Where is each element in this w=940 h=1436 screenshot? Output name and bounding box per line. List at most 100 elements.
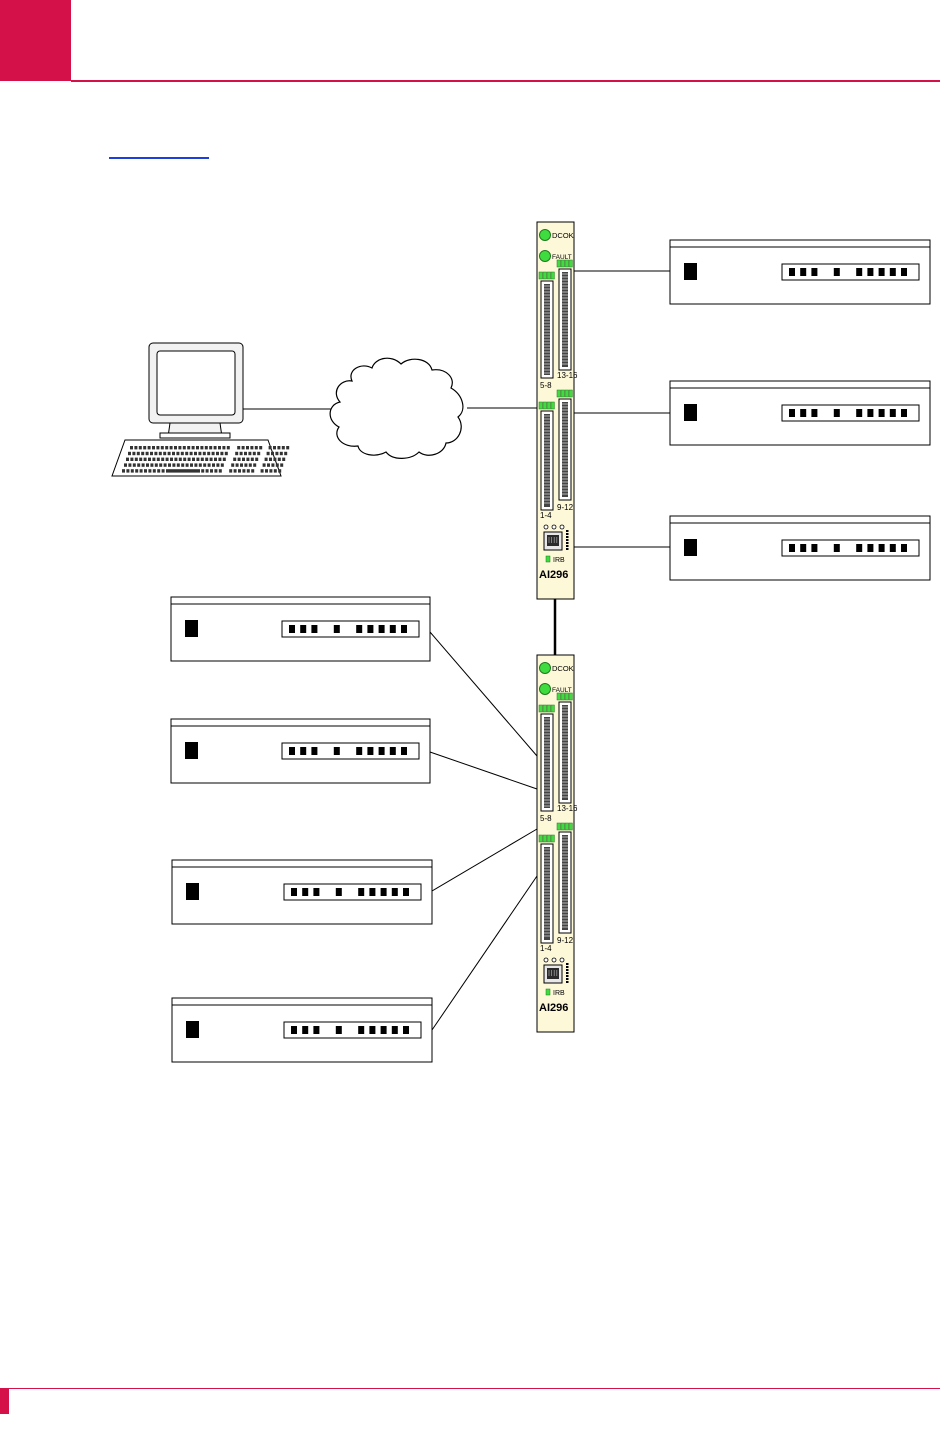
device-port: [389, 625, 396, 633]
port-label: 9-12: [557, 936, 574, 945]
led-label: DCOK: [552, 664, 574, 673]
device-port: [313, 1026, 320, 1034]
port-connector-13-16[interactable]: [558, 701, 572, 804]
mgmt-led: [559, 957, 565, 963]
patch-panel-icon: [171, 997, 433, 1063]
device-port: [867, 268, 874, 276]
device-port: [289, 747, 295, 755]
footer-rule: [0, 1388, 940, 1389]
figure-reference-link[interactable]: [109, 157, 209, 159]
link-card2-left-2: [429, 751, 538, 790]
port-connector-1-4[interactable]: [540, 410, 554, 511]
status-led: [539, 250, 551, 262]
port-label: 5-8: [540, 814, 552, 823]
device-port: [856, 544, 863, 552]
footer-accent-block: [0, 1388, 9, 1414]
card-model-label: AI296: [539, 1002, 568, 1014]
device-port: [889, 268, 896, 276]
device-port: [356, 625, 363, 633]
mgmt-led: [543, 524, 549, 530]
device-port: [313, 888, 320, 896]
mgmt-led: [551, 524, 557, 530]
device-port: [291, 888, 297, 896]
port-led-strip: [556, 259, 573, 268]
device-status-block: [186, 1021, 199, 1038]
device-port: [389, 747, 396, 755]
patch-panel-icon: [171, 859, 433, 925]
device-port: [300, 747, 307, 755]
port-connector-9-12[interactable]: [558, 398, 572, 501]
port-connector-5-8[interactable]: [540, 280, 554, 379]
connection-lines: [241, 270, 670, 1031]
device-port: [356, 747, 363, 755]
status-led: [539, 683, 551, 695]
device-port: [401, 625, 407, 633]
device-port: [289, 625, 295, 633]
port-led-strip: [556, 389, 573, 398]
network-cloud-icon: [329, 357, 464, 459]
device-status-block: [185, 742, 198, 759]
mgmt-port-label: IRB: [553, 990, 565, 997]
device-port: [833, 544, 840, 552]
device-port: [401, 747, 407, 755]
led-label: DCOK: [552, 231, 574, 240]
device-port: [378, 625, 385, 633]
status-led: [539, 229, 551, 241]
led-label: FAULT: [552, 687, 572, 694]
device-status-block: [186, 883, 199, 900]
port-connector-9-12[interactable]: [558, 831, 572, 934]
device-port: [867, 409, 874, 417]
link-card2-left-4: [431, 875, 538, 1031]
port-label: 1-4: [540, 511, 552, 520]
device-port: [811, 268, 818, 276]
port-connector-1-4[interactable]: [540, 843, 554, 944]
device-port: [867, 544, 874, 552]
device-port: [391, 888, 398, 896]
patch-panel-icon: [669, 515, 931, 581]
device-port: [333, 747, 340, 755]
device-port: [302, 1026, 309, 1034]
device-port: [358, 1026, 365, 1034]
device-port: [878, 409, 885, 417]
device-port: [367, 747, 374, 755]
device-port: [789, 409, 795, 417]
mgmt-led: [559, 524, 565, 530]
port-led-strip: [556, 822, 573, 831]
link-card2-left-1: [429, 631, 538, 757]
device-port: [833, 409, 840, 417]
device-port: [811, 409, 818, 417]
device-port: [367, 625, 374, 633]
device-port: [800, 544, 807, 552]
device-port: [856, 268, 863, 276]
device-port: [391, 1026, 398, 1034]
link-card2-left-3: [431, 828, 538, 892]
port-label: 1-4: [540, 944, 552, 953]
ethernet-jack[interactable]: [543, 531, 563, 551]
device-port: [302, 888, 309, 896]
device-port: [380, 1026, 387, 1034]
port-led-strip: [538, 271, 555, 280]
header-rule: [71, 80, 940, 82]
port-led-strip: [538, 401, 555, 410]
device-port: [369, 888, 376, 896]
port-connector-13-16[interactable]: [558, 268, 572, 371]
device-port: [403, 1026, 409, 1034]
device-port: [378, 747, 385, 755]
status-led: [539, 662, 551, 674]
device-port: [811, 544, 818, 552]
device-port: [291, 1026, 297, 1034]
device-port: [789, 544, 795, 552]
led-label: FAULT: [552, 254, 572, 261]
port-connector-5-8[interactable]: [540, 713, 554, 812]
device-port: [878, 268, 885, 276]
mgmt-led: [543, 957, 549, 963]
device-port: [901, 268, 907, 276]
device-port: [800, 409, 807, 417]
device-port: [403, 888, 409, 896]
device-port: [800, 268, 807, 276]
ethernet-jack[interactable]: [543, 964, 563, 984]
device-port: [789, 268, 795, 276]
port-label: 13-16: [557, 371, 578, 380]
